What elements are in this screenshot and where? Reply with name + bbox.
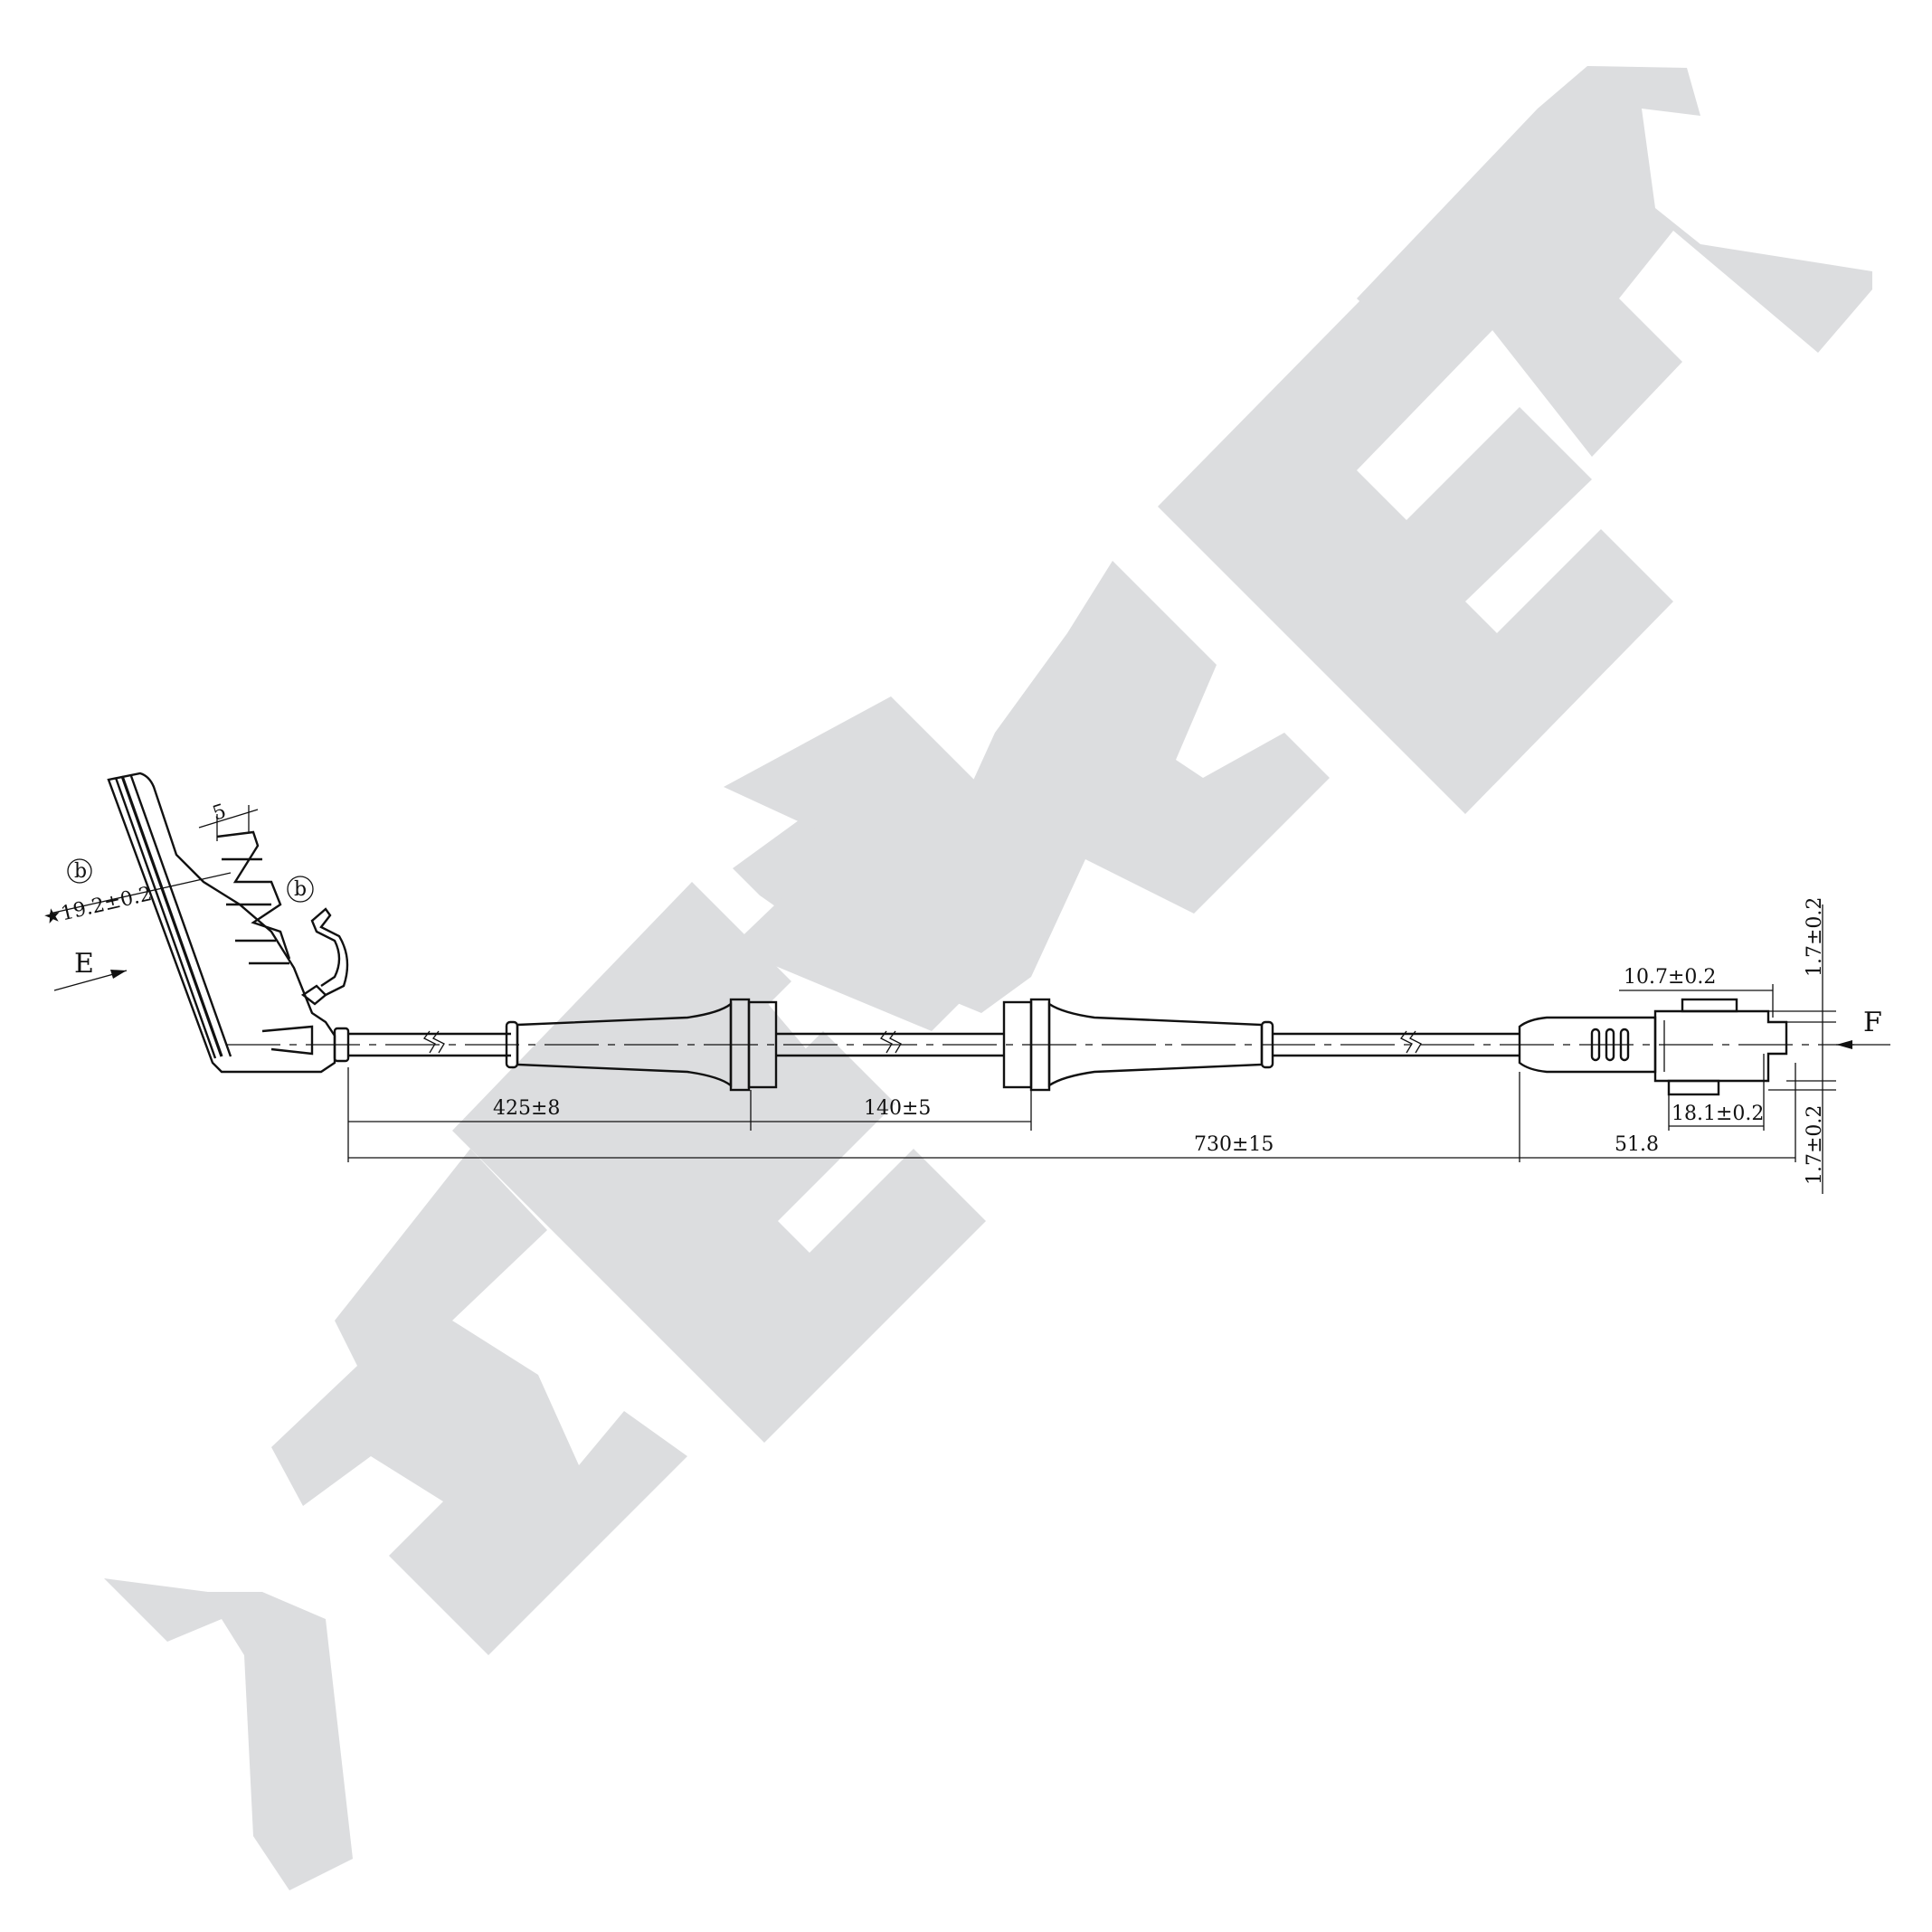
callout-b-circle-1 [67, 858, 92, 884]
dim-connector-length: 51.8 [1615, 1133, 1659, 1156]
grommet-2 [1002, 998, 1274, 1092]
wm-letter-z [271, 1149, 687, 1655]
zenwek-watermark-logo [104, 66, 1872, 1890]
callout-b-2: b [294, 878, 307, 901]
cable-segment-2 [776, 1030, 1004, 1057]
cable-segment-1 [348, 1020, 519, 1069]
dim-cable-b: 140±5 [864, 1097, 931, 1120]
wm-letter-k [1357, 66, 1872, 457]
view-label-f: F [1863, 1007, 1882, 1038]
dimension-lines [49, 805, 1890, 1194]
wm-letter-e2 [1158, 249, 1673, 814]
connector-rib-3 [1619, 1028, 1630, 1062]
dim-offset-bottom: 1.7±0.2 [1804, 1105, 1826, 1185]
connector [1518, 998, 1788, 1096]
connector-rib-1 [1590, 1028, 1601, 1062]
connector-rib-2 [1605, 1028, 1615, 1062]
dim-lower-tab: 18.1±0.2 [1672, 1103, 1764, 1125]
dim-offset-top: 1.7±0.2 [1804, 897, 1826, 977]
dim-tab-width: 10.7±0.2 [1624, 966, 1716, 989]
connector-lower-tab [1667, 1079, 1720, 1096]
cable-segment-3 [1273, 1030, 1520, 1057]
callout-b-1: b [74, 860, 87, 883]
dim-slot-width: 5 [210, 800, 229, 826]
callout-b-circle-2 [287, 876, 314, 903]
dim-cable-total: 730±15 [1194, 1133, 1274, 1156]
wm-chevron [104, 1578, 353, 1890]
sensor-head [107, 772, 350, 1074]
dim-cable-a: 425±8 [493, 1097, 560, 1120]
dim-sensor-diameter: ★19.2±0.2 [42, 883, 155, 930]
connector-top-tab [1681, 998, 1738, 1013]
view-label-e: E [74, 948, 94, 980]
grommet-1 [516, 998, 778, 1092]
